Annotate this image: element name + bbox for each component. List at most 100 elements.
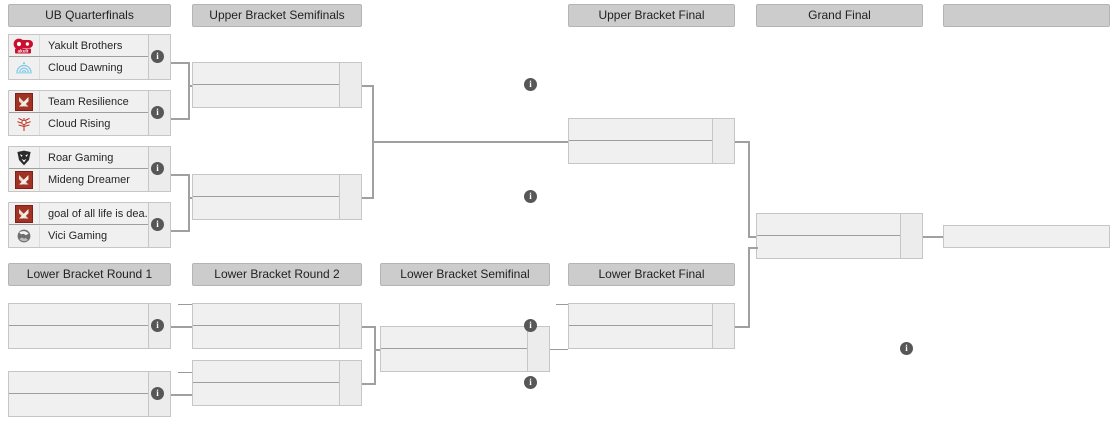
match-slot[interactable] bbox=[569, 326, 734, 348]
match-info-icon[interactable]: i bbox=[151, 218, 164, 231]
match-slot[interactable] bbox=[9, 326, 170, 348]
match-slot[interactable]: Cloud Rising bbox=[9, 113, 170, 135]
connector-line bbox=[362, 85, 374, 87]
match-slot[interactable] bbox=[569, 304, 734, 326]
match-info-icon[interactable]: i bbox=[524, 376, 537, 389]
connector-line bbox=[923, 236, 943, 238]
match-lbsf-1[interactable]: i bbox=[380, 326, 913, 372]
connector-line bbox=[171, 118, 190, 120]
match-ubqf-1[interactable]: akult Yakult Brothers Cloud Dawning bbox=[8, 34, 171, 80]
match-info-icon[interactable]: i bbox=[151, 50, 164, 63]
match-slot[interactable] bbox=[193, 361, 361, 383]
match-ubqf-2[interactable]: Team Resilience Cloud Rising i bbox=[8, 90, 171, 136]
round-header-champion[interactable] bbox=[943, 4, 1110, 27]
connector-line bbox=[362, 197, 374, 199]
match-info-icon[interactable]: i bbox=[151, 106, 164, 119]
match-slot[interactable] bbox=[381, 327, 549, 349]
match-info-icon[interactable]: i bbox=[900, 342, 913, 355]
match-ubf-1[interactable]: i bbox=[568, 118, 735, 164]
match-slot[interactable] bbox=[944, 226, 1109, 247]
match-slot[interactable] bbox=[193, 85, 361, 107]
round-header-lower-bracket-semifinal[interactable]: Lower Bracket Semifinal bbox=[380, 263, 550, 286]
score-gutter bbox=[712, 119, 734, 163]
yakult-logo: akult bbox=[9, 35, 40, 56]
match-lbr2-2[interactable]: i bbox=[192, 360, 537, 406]
connector-line bbox=[362, 326, 376, 328]
team-name: Roar Gaming bbox=[48, 151, 114, 164]
match-slot[interactable] bbox=[193, 326, 361, 348]
match-slot[interactable] bbox=[569, 119, 734, 141]
connector-line bbox=[735, 141, 750, 143]
match-slot[interactable] bbox=[9, 372, 170, 394]
match-lbr1-2[interactable]: i bbox=[8, 371, 171, 417]
match-slot[interactable] bbox=[569, 141, 734, 163]
round-header-upper-bracket-semifinals[interactable]: Upper Bracket Semifinals bbox=[192, 4, 362, 27]
score-gutter bbox=[339, 175, 361, 219]
match-lbf-1[interactable]: i bbox=[568, 303, 735, 349]
match-info-icon[interactable]: i bbox=[151, 319, 164, 332]
connector-line bbox=[735, 326, 750, 328]
match-slot[interactable]: Roar Gaming bbox=[9, 147, 170, 169]
cloud-dawning-logo bbox=[9, 57, 40, 79]
team-name: goal of all life is dea... bbox=[48, 207, 154, 220]
round-header-grand-final[interactable]: Grand Final bbox=[756, 4, 923, 27]
match-lbr1-1[interactable]: i bbox=[8, 303, 171, 349]
match-champion[interactable] bbox=[943, 225, 1110, 248]
score-gutter bbox=[900, 214, 922, 258]
match-info-icon[interactable]: i bbox=[524, 190, 537, 203]
dota-red-logo bbox=[9, 91, 40, 112]
match-slot[interactable] bbox=[193, 63, 361, 85]
match-ubsf-2[interactable]: i bbox=[192, 174, 537, 220]
match-slot[interactable] bbox=[381, 349, 549, 371]
connector-line bbox=[171, 62, 190, 64]
dota-red-logo bbox=[9, 203, 40, 224]
match-slot[interactable] bbox=[757, 236, 922, 258]
match-slot[interactable]: Mideng Dreamer bbox=[9, 169, 170, 191]
match-grand-final[interactable]: i bbox=[756, 213, 923, 259]
round-header-ub-quarterfinals[interactable]: UB Quarterfinals bbox=[8, 4, 171, 27]
score-gutter bbox=[339, 361, 361, 405]
match-info-icon[interactable]: i bbox=[151, 387, 164, 400]
round-header-lower-bracket-round-2[interactable]: Lower Bracket Round 2 bbox=[192, 263, 362, 286]
match-info-icon[interactable]: i bbox=[524, 78, 537, 91]
match-slot[interactable] bbox=[193, 383, 361, 405]
match-ubsf-1[interactable]: i bbox=[192, 62, 537, 108]
vici-logo bbox=[9, 225, 40, 247]
round-header-lower-bracket-final[interactable]: Lower Bracket Final bbox=[568, 263, 735, 286]
match-slot[interactable]: akult Yakult Brothers bbox=[9, 35, 170, 57]
round-header-lower-bracket-round-1[interactable]: Lower Bracket Round 1 bbox=[8, 263, 171, 286]
match-slot[interactable]: Cloud Dawning bbox=[9, 57, 170, 79]
connector-line bbox=[748, 141, 750, 238]
connector-line bbox=[748, 247, 750, 327]
score-gutter bbox=[339, 304, 361, 348]
connector-line bbox=[374, 326, 376, 385]
roar-logo bbox=[9, 147, 40, 168]
score-gutter bbox=[527, 327, 549, 371]
match-slot[interactable] bbox=[193, 175, 361, 197]
match-ubqf-3[interactable]: Roar Gaming Mideng Dreamer i bbox=[8, 146, 171, 192]
match-slot[interactable]: goal of all life is dea... bbox=[9, 203, 170, 225]
connector-line bbox=[188, 85, 193, 87]
match-ubqf-4[interactable]: goal of all life is dea... Vici Gaming i bbox=[8, 202, 171, 248]
match-slot[interactable]: Vici Gaming bbox=[9, 225, 170, 247]
connector-line bbox=[556, 304, 568, 305]
match-slot[interactable] bbox=[193, 197, 361, 219]
match-slot[interactable] bbox=[193, 304, 361, 326]
round-header-upper-bracket-final[interactable]: Upper Bracket Final bbox=[568, 4, 735, 27]
match-slot[interactable] bbox=[9, 304, 170, 326]
match-slot[interactable] bbox=[9, 394, 170, 416]
team-name: Cloud Rising bbox=[48, 118, 111, 130]
connector-line bbox=[171, 230, 190, 232]
match-info-icon[interactable]: i bbox=[524, 319, 537, 332]
connector-line bbox=[188, 197, 193, 199]
team-name: Team Resilience bbox=[48, 95, 129, 108]
team-name: Vici Gaming bbox=[48, 230, 108, 242]
match-lbr2-1[interactable]: i bbox=[192, 303, 537, 349]
dota-red-logo bbox=[9, 169, 40, 191]
score-gutter bbox=[339, 63, 361, 107]
match-slot[interactable] bbox=[757, 214, 922, 236]
connector-line bbox=[188, 62, 190, 120]
match-slot[interactable]: Team Resilience bbox=[9, 91, 170, 113]
match-info-icon[interactable]: i bbox=[151, 162, 164, 175]
